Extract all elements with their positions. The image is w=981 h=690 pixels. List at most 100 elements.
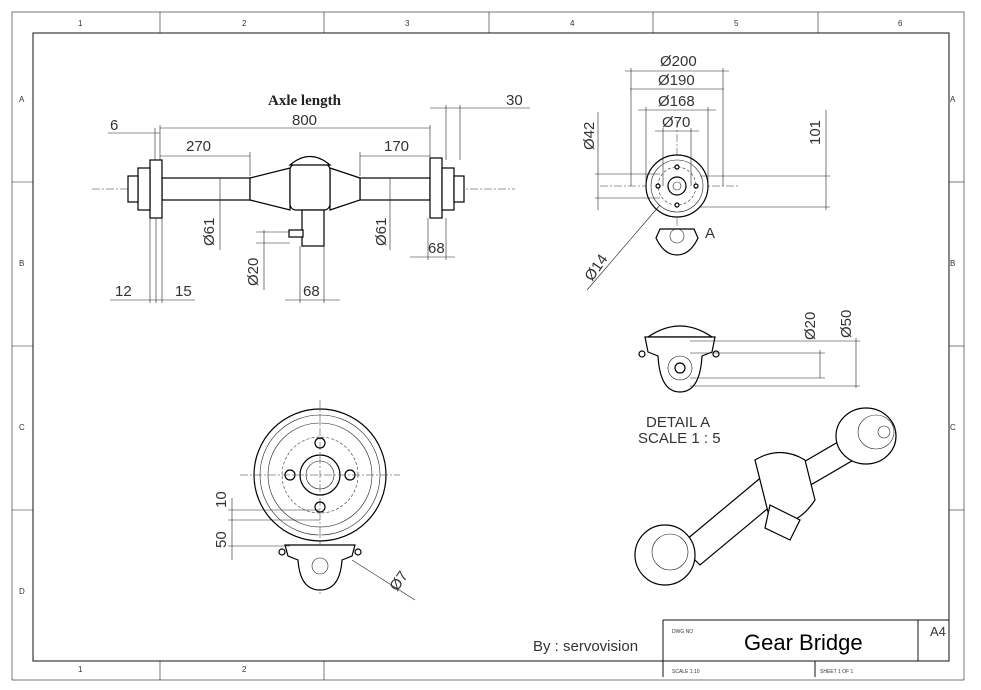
hub-bracket bbox=[284, 544, 356, 591]
hub-dimension-lines bbox=[228, 498, 416, 601]
detail-bore bbox=[674, 362, 686, 374]
iso-left-drum bbox=[634, 524, 696, 586]
dim-hub-h50: 50 bbox=[213, 531, 230, 548]
right-hub-flange bbox=[429, 157, 443, 219]
dim-left-hub-b: 15 bbox=[175, 283, 192, 300]
diff-cone-left bbox=[249, 167, 291, 211]
pinion-shaft bbox=[301, 209, 325, 247]
front-view: Axle length bbox=[92, 92, 530, 303]
iso-right-inner bbox=[857, 414, 895, 450]
dim-right-diameter: Ø61 bbox=[373, 218, 390, 246]
zone-row-c-right: C bbox=[950, 423, 956, 432]
side-hub-center bbox=[672, 181, 682, 191]
left-hub-flange bbox=[149, 159, 163, 219]
side-bolt-bottom bbox=[674, 202, 680, 208]
side-view: A Ø200 Ø190 Ø168 Ø70 Ø42 101 Ø14 bbox=[581, 53, 830, 291]
side-hub-mid bbox=[650, 159, 704, 213]
zone-row-b: B bbox=[19, 259, 24, 268]
dim-left-diameter: Ø61 bbox=[201, 218, 218, 246]
dwg-no-label: DWG NO bbox=[672, 629, 693, 635]
dim-left-offset: 6 bbox=[110, 117, 118, 134]
zone-col-5: 5 bbox=[734, 19, 739, 28]
left-hub-nut bbox=[127, 175, 139, 203]
left-hub-drum bbox=[137, 167, 151, 211]
axle-length-title: Axle length bbox=[268, 93, 342, 109]
zone-col-6: 6 bbox=[898, 19, 903, 28]
dim-d14: Ø14 bbox=[581, 251, 611, 284]
dim-overall-800: 800 bbox=[292, 112, 317, 129]
iso-right-drum bbox=[835, 407, 897, 465]
detail-a-scale: SCALE 1 : 5 bbox=[638, 430, 721, 447]
detail-boss bbox=[667, 355, 693, 381]
title-block: DWG NO Gear Bridge A4 SCALE 1:10 SHEET 1… bbox=[533, 619, 949, 677]
sheet-label: SHEET 1 OF 1 bbox=[820, 669, 853, 675]
dim-right-hub-width: 68 bbox=[428, 240, 445, 257]
hub-bracket-bore bbox=[311, 557, 329, 575]
zone-col-2: 2 bbox=[242, 19, 247, 28]
inner-border bbox=[32, 32, 950, 662]
scale-label: SCALE 1:10 bbox=[672, 669, 700, 675]
iso-bracket bbox=[764, 504, 801, 541]
zone-ticks bbox=[12, 12, 964, 680]
zone-row-a: A bbox=[19, 95, 25, 104]
dim-detail-d50: Ø50 bbox=[838, 310, 855, 338]
zone-row-a-right: A bbox=[950, 95, 956, 104]
right-hub-drum bbox=[441, 167, 455, 211]
dim-pinion-width: 68 bbox=[303, 283, 320, 300]
right-hub-nut bbox=[453, 175, 465, 203]
dim-right-length: 170 bbox=[384, 138, 409, 155]
side-bolt-right bbox=[693, 183, 699, 189]
iso-left-inner bbox=[651, 533, 689, 571]
detail-a-label: DETAIL A bbox=[646, 414, 710, 431]
side-dimension-lines bbox=[586, 68, 830, 291]
zone-row-d: D bbox=[19, 587, 25, 596]
dim-pinion-diameter: Ø20 bbox=[245, 258, 262, 286]
sheet-size: A4 bbox=[930, 624, 946, 639]
dim-left-length: 270 bbox=[186, 138, 211, 155]
dim-left-hub-a: 12 bbox=[115, 283, 132, 300]
hub-view: 10 50 Ø7 bbox=[213, 400, 416, 601]
hub-lug-right bbox=[354, 548, 362, 556]
left-axle-tube bbox=[161, 177, 251, 201]
dim-d200: Ø200 bbox=[660, 53, 697, 70]
dim-hub-d7: Ø7 bbox=[386, 568, 411, 594]
detail-cover bbox=[646, 325, 714, 338]
diff-cone-right bbox=[329, 167, 361, 211]
diff-cover bbox=[288, 155, 332, 166]
outer-border bbox=[11, 11, 965, 681]
isometric-view bbox=[634, 407, 897, 586]
zone-col-1: 1 bbox=[78, 19, 83, 28]
detail-callout-a: A bbox=[705, 225, 715, 242]
zone-labels: 1 2 3 4 5 6 1 2 A B C D A B C bbox=[19, 19, 956, 674]
detail-a-view: Ø20 Ø50 DETAIL A SCALE 1 : 5 bbox=[638, 310, 860, 447]
dim-right-offset: 30 bbox=[506, 92, 523, 109]
diff-housing bbox=[289, 163, 331, 211]
detail-lug-left bbox=[638, 350, 646, 358]
zone-col-2-bottom: 2 bbox=[242, 665, 247, 674]
author-credit: By : servovision bbox=[533, 638, 638, 655]
pinion-stub bbox=[288, 229, 304, 238]
zone-col-1-bottom: 1 bbox=[78, 665, 83, 674]
dim-d190: Ø190 bbox=[658, 72, 695, 89]
dim-d42: Ø42 bbox=[581, 122, 598, 150]
right-axle-tube bbox=[359, 177, 431, 201]
drawing-title: Gear Bridge bbox=[744, 630, 863, 655]
detail-dimension-lines bbox=[690, 338, 860, 388]
dim-d70: Ø70 bbox=[662, 114, 690, 131]
dim-hub-h10: 10 bbox=[213, 491, 230, 508]
front-dimension-lines bbox=[108, 105, 530, 303]
zone-row-b-right: B bbox=[950, 259, 955, 268]
side-hub-bore bbox=[667, 176, 687, 196]
dim-h101: 101 bbox=[807, 120, 824, 145]
dim-detail-d20: Ø20 bbox=[802, 312, 819, 340]
zone-row-c: C bbox=[19, 423, 25, 432]
iso-right-hub bbox=[877, 425, 891, 439]
side-pinion-boss bbox=[655, 228, 699, 256]
dim-d168: Ø168 bbox=[658, 93, 695, 110]
detail-lug-right bbox=[712, 350, 720, 358]
side-bolt-top bbox=[674, 164, 680, 170]
zone-col-3: 3 bbox=[405, 19, 410, 28]
side-bolt-left bbox=[655, 183, 661, 189]
hub-lug-left bbox=[278, 548, 286, 556]
